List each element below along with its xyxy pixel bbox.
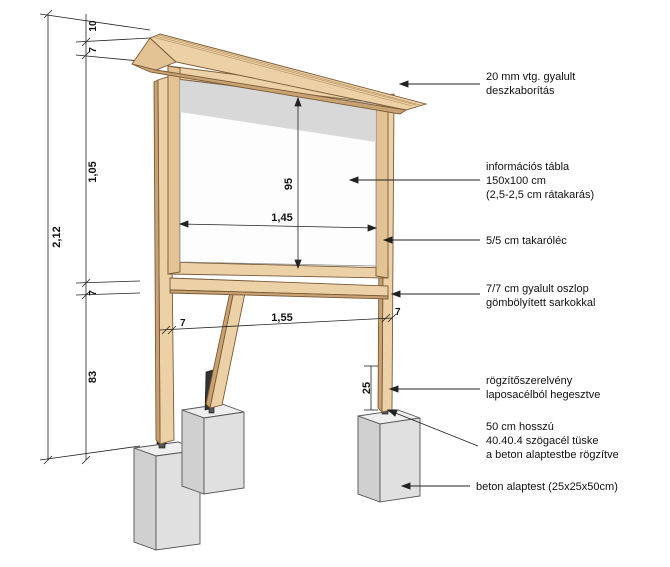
callout-leaders [348, 80, 480, 490]
callout-board-line-3: (2,5-2,5 cm rátakarás) [486, 189, 594, 201]
dim-panel-width: 1,45 [271, 212, 292, 224]
callout-post: 7/7 cm gyalult oszlop gömbölyített sarko… [486, 283, 595, 309]
dim-roof-height: 7 [88, 47, 99, 53]
inner-dimension-lines [159, 96, 397, 411]
callout-roof: 20 mm vtg. gyalult deszkaborítás [486, 71, 575, 97]
diagonal-strut [205, 287, 247, 409]
cross-beam [169, 277, 389, 300]
callout-foundation: beton alaptest (25x25x50cm) [476, 481, 618, 493]
inner-dimension-texts: 95 1,45 1,55 7 7 25 [180, 178, 401, 394]
foundation-right [357, 409, 421, 503]
callout-board-line-1: információs tábla [486, 161, 570, 173]
vertical-dimension-lines [39, 9, 151, 465]
roof [131, 33, 428, 115]
dim-panel-height: 95 [283, 178, 295, 190]
callout-spike-line-3: a beton alaptestbe rögzítve [486, 449, 619, 461]
callout-trim: 5/5 cm takaróléc [486, 235, 567, 247]
dim-bracket-height: 25 [361, 382, 373, 394]
callout-post-line-1: 7/7 cm gyalult oszlop [486, 283, 589, 295]
callout-trim-line-1: 5/5 cm takaróléc [486, 235, 567, 247]
callout-post-line-2: gömbölyített sarkokkal [486, 297, 595, 309]
callout-bracket-line-2: laposacélból hegesztve [486, 389, 600, 401]
dim-top-gap: 10 [88, 20, 99, 32]
dim-post-below-beam: 83 [87, 371, 99, 383]
dim-post-width-right: 7 [395, 307, 401, 318]
callout-spike-line-2: 40.40.4 szögacél tüske [486, 435, 599, 447]
callout-spike: 50 cm hosszú 40.40.4 szögacél tüske a be… [486, 421, 619, 461]
callout-foundation-line-1: beton alaptest (25x25x50cm) [476, 481, 618, 493]
dim-beam-height: 7 [88, 290, 99, 296]
callout-bracket: rögzítőszerelvény laposacélból hegesztve [486, 375, 600, 401]
callout-roof-line-1: 20 mm vtg. gyalult [486, 71, 575, 83]
dim-beam-length: 1,55 [271, 312, 292, 324]
dim-upper-span: 1,05 [87, 161, 99, 182]
callout-roof-line-2: deszkaborítás [486, 85, 555, 97]
callout-bracket-line-1: rögzítőszerelvény [486, 375, 573, 387]
board-panel [179, 79, 377, 267]
callout-spike-line-1: 50 cm hosszú [486, 421, 554, 433]
callout-board: információs tábla 150x100 cm (2,5-2,5 cm… [486, 161, 594, 201]
foundation-middle [181, 403, 245, 495]
dim-total-height: 2,12 [51, 226, 63, 247]
vertical-dimension-texts: 10 7 1,05 2,12 7 83 [51, 20, 99, 383]
callout-board-line-2: 150x100 cm [486, 175, 546, 187]
dim-post-width-left: 7 [180, 318, 186, 329]
